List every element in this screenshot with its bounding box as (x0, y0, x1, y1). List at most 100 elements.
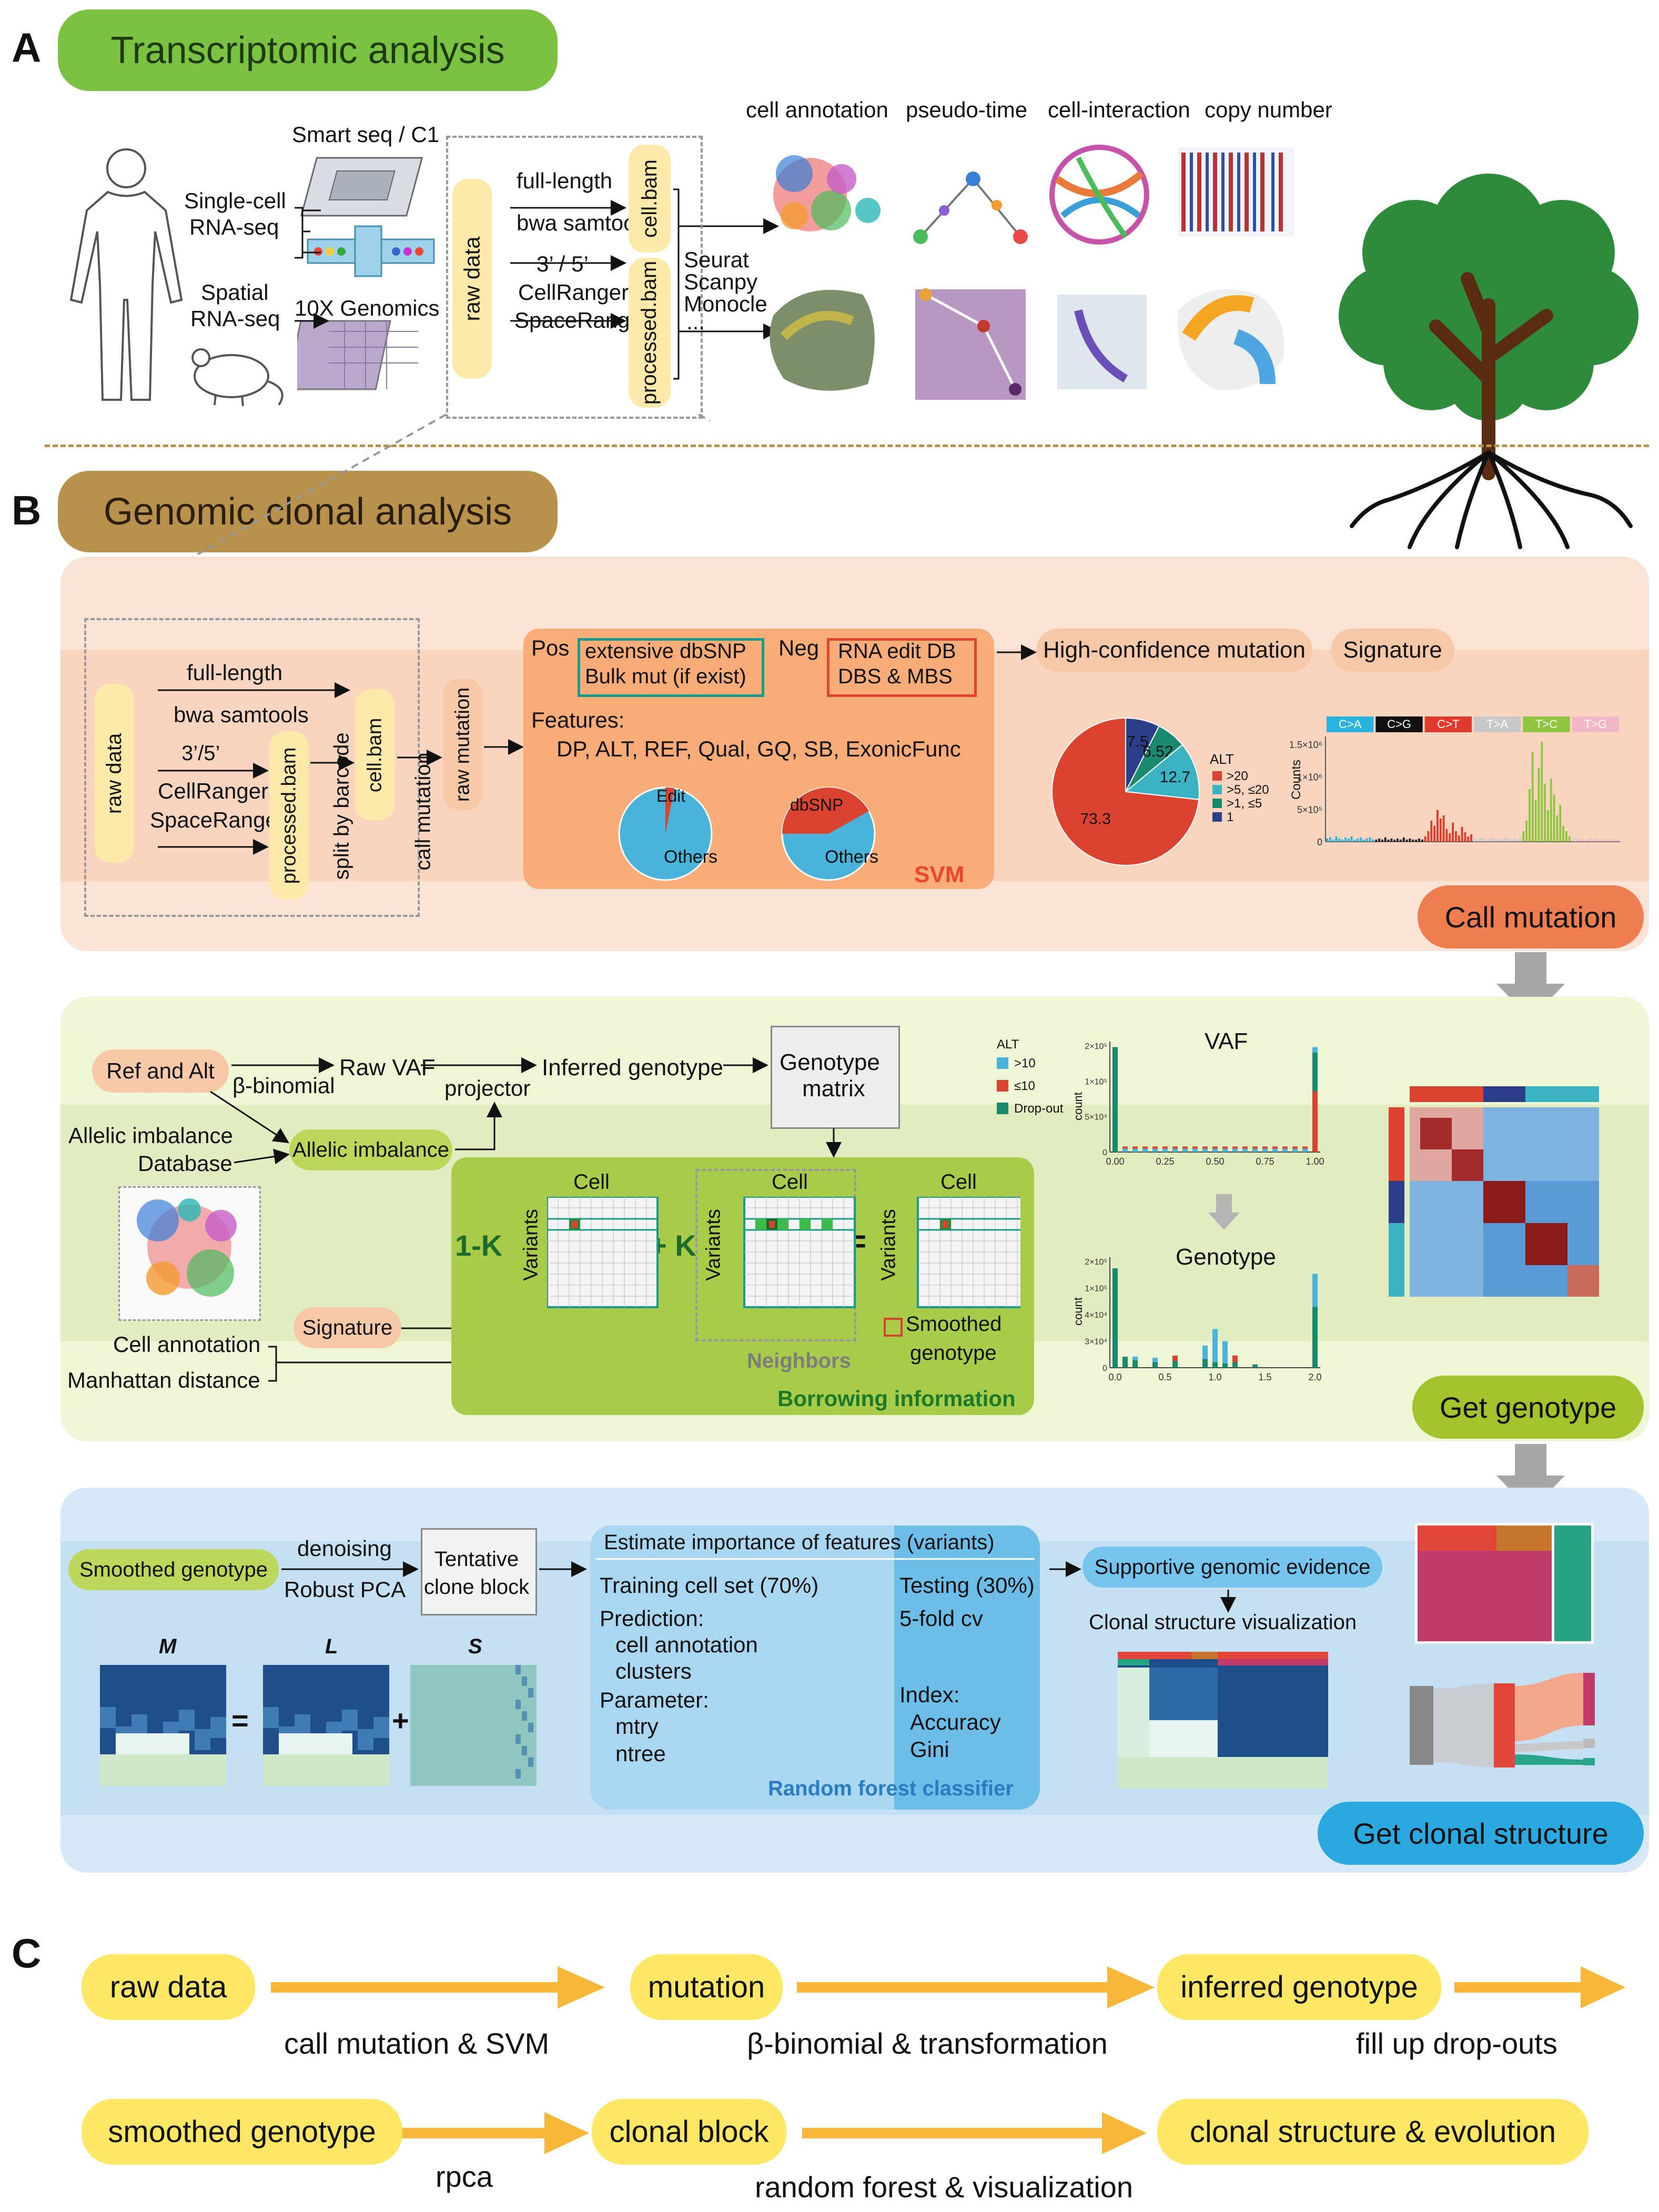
rpca-matrix-block (528, 1723, 533, 1732)
hist-bar (1112, 1268, 1118, 1368)
alt-pie-slice (1124, 744, 1200, 801)
supportive-evidence-text: Supportive genomic evidence (1094, 1555, 1371, 1579)
hist-bar (1212, 1362, 1218, 1368)
ref-alt-pill: Ref and Alt (92, 1049, 229, 1093)
hist-bar (1272, 1146, 1278, 1149)
signature-bar (1577, 840, 1580, 842)
hist-bar (1202, 1148, 1208, 1152)
c-edge-fill-dropouts: fill up drop-outs (1356, 2027, 1557, 2060)
rpca-plus: + (392, 1704, 409, 1737)
signature-bar (1476, 840, 1479, 842)
signature-bar (1507, 839, 1509, 842)
signature-category-label: C>G (1387, 718, 1411, 731)
c-mutation: mutation (630, 1954, 783, 2020)
clonal-heatmap-top-bar (1218, 1659, 1328, 1665)
alt-legend-title-genotype: ALT (997, 1037, 1019, 1052)
signature-bar (1341, 840, 1343, 842)
hist-bar (1222, 1341, 1228, 1363)
rpca-m: M (159, 1635, 177, 1658)
signature-pill-call: Signature (1331, 629, 1454, 672)
rf-pred-item-1: cell annotation (615, 1632, 758, 1657)
legend-swatch-dropout (997, 1103, 1008, 1114)
three-five-label-a: 3’ / 5’ (537, 251, 589, 276)
c-clonal-block: clonal block (592, 2099, 786, 2165)
heatmap-top-bar (1525, 1086, 1599, 1102)
signature-bar (1329, 837, 1331, 842)
genotype-chart-title: Genotype (1176, 1244, 1276, 1270)
genotype-matrix-line-1: Genotype (780, 1049, 880, 1075)
hist-bar (1222, 1146, 1228, 1149)
signature-bar (1574, 839, 1577, 842)
svm-box (523, 629, 994, 889)
rpca-matrix-block (515, 1769, 521, 1779)
signature-bar (1461, 827, 1463, 842)
smoothed-line-1: Smoothed (906, 1312, 1002, 1336)
signature-bar (1467, 836, 1470, 842)
hist-bar (1192, 1148, 1198, 1152)
c-edge-call-mutation: call mutation & SVM (284, 2027, 550, 2060)
signature-category-label: C>A (1339, 718, 1362, 731)
signature-category-header (1375, 716, 1423, 732)
smoothed-genotype-pill: Smoothed genotype (68, 1549, 279, 1590)
downstream-thumbnails (770, 145, 1294, 400)
downstream-copy-number: copy number (1205, 97, 1332, 122)
hist-bar (1182, 1146, 1188, 1149)
beta-binomial-label: β-binomial (232, 1073, 335, 1098)
heatmap-offdiag (1410, 1181, 1483, 1297)
genotype-grid-row-highlight (547, 1218, 659, 1231)
genotype-grid-row-highlight (917, 1218, 1020, 1231)
rf-testing: Testing (30%) (899, 1573, 1035, 1598)
signature-bar (1534, 800, 1537, 842)
hist-bar (1302, 1148, 1308, 1152)
signature-bar (1433, 826, 1435, 842)
signature-bar (1445, 829, 1448, 842)
hist-y-tick: 3×10⁴ (1085, 1338, 1107, 1347)
alt-legend-swatch-1 (1212, 771, 1222, 781)
rpca-matrix-block (528, 1758, 533, 1767)
hist-bar (1312, 1047, 1318, 1053)
human-icon (69, 148, 183, 401)
raw-mutation-pill: raw mutation (443, 679, 482, 810)
high-confidence-pill: High-confidence mutation (1036, 629, 1312, 672)
hist-bar (1192, 1146, 1198, 1149)
tentative-line-2: clone block (424, 1575, 530, 1599)
call-mutation-stage-text: Call mutation (1444, 900, 1617, 934)
spatial-label-2: RNA-seq (190, 306, 280, 331)
hist-bar (1282, 1148, 1288, 1152)
spaceranger-label-b: SpaceRanger (150, 807, 285, 832)
genotype-matrix-box (771, 1026, 900, 1129)
signature-bar (1593, 840, 1595, 842)
alt-legend-1: >20 (1227, 769, 1248, 783)
rpca-matrix-block (522, 1676, 527, 1686)
legend-swatch-gt10 (997, 1057, 1008, 1069)
signature-bar (1335, 836, 1338, 842)
heatmap-block (1452, 1149, 1483, 1181)
pie2-dbsnp-label: dbSNP (790, 795, 844, 814)
svm-label: SVM (914, 862, 965, 887)
signature-bar (1571, 840, 1574, 842)
heatmap-block (1483, 1181, 1525, 1223)
pos-item-2: Bulk mut (if exist) (585, 665, 746, 688)
signature-bar (1590, 839, 1592, 842)
transcriptomic-title: Transcriptomic analysis (58, 9, 558, 91)
rpca-matrix-block (263, 1754, 389, 1786)
signature-bar (1372, 840, 1374, 842)
neg-item-2: DBS & MBS (838, 665, 953, 688)
signature-bar (1584, 840, 1586, 842)
signature-bar (1473, 839, 1475, 842)
alt-legend-2: >5, ≤20 (1227, 783, 1269, 797)
hist-x-tick: 1.00 (1306, 1156, 1324, 1167)
smart-seq-label: Smart seq / C1 (292, 122, 440, 147)
rpca-matrix-block (295, 1714, 310, 1735)
hist-y-tick: 5×10⁴ (1085, 1113, 1107, 1122)
tentative-line-1: Tentative (434, 1548, 519, 1571)
vaf-title: VAF (1205, 1028, 1248, 1054)
clonal-heatmap-block (1149, 1668, 1218, 1720)
tool-monocle: Monocle (684, 291, 767, 316)
alt-pie-slice (1051, 717, 1200, 866)
signature-y-tick: 0 (1317, 837, 1322, 847)
signature-bar (1596, 839, 1599, 842)
rf-header: Estimate importance of features (variant… (604, 1531, 995, 1554)
signature-bar (1375, 840, 1378, 842)
